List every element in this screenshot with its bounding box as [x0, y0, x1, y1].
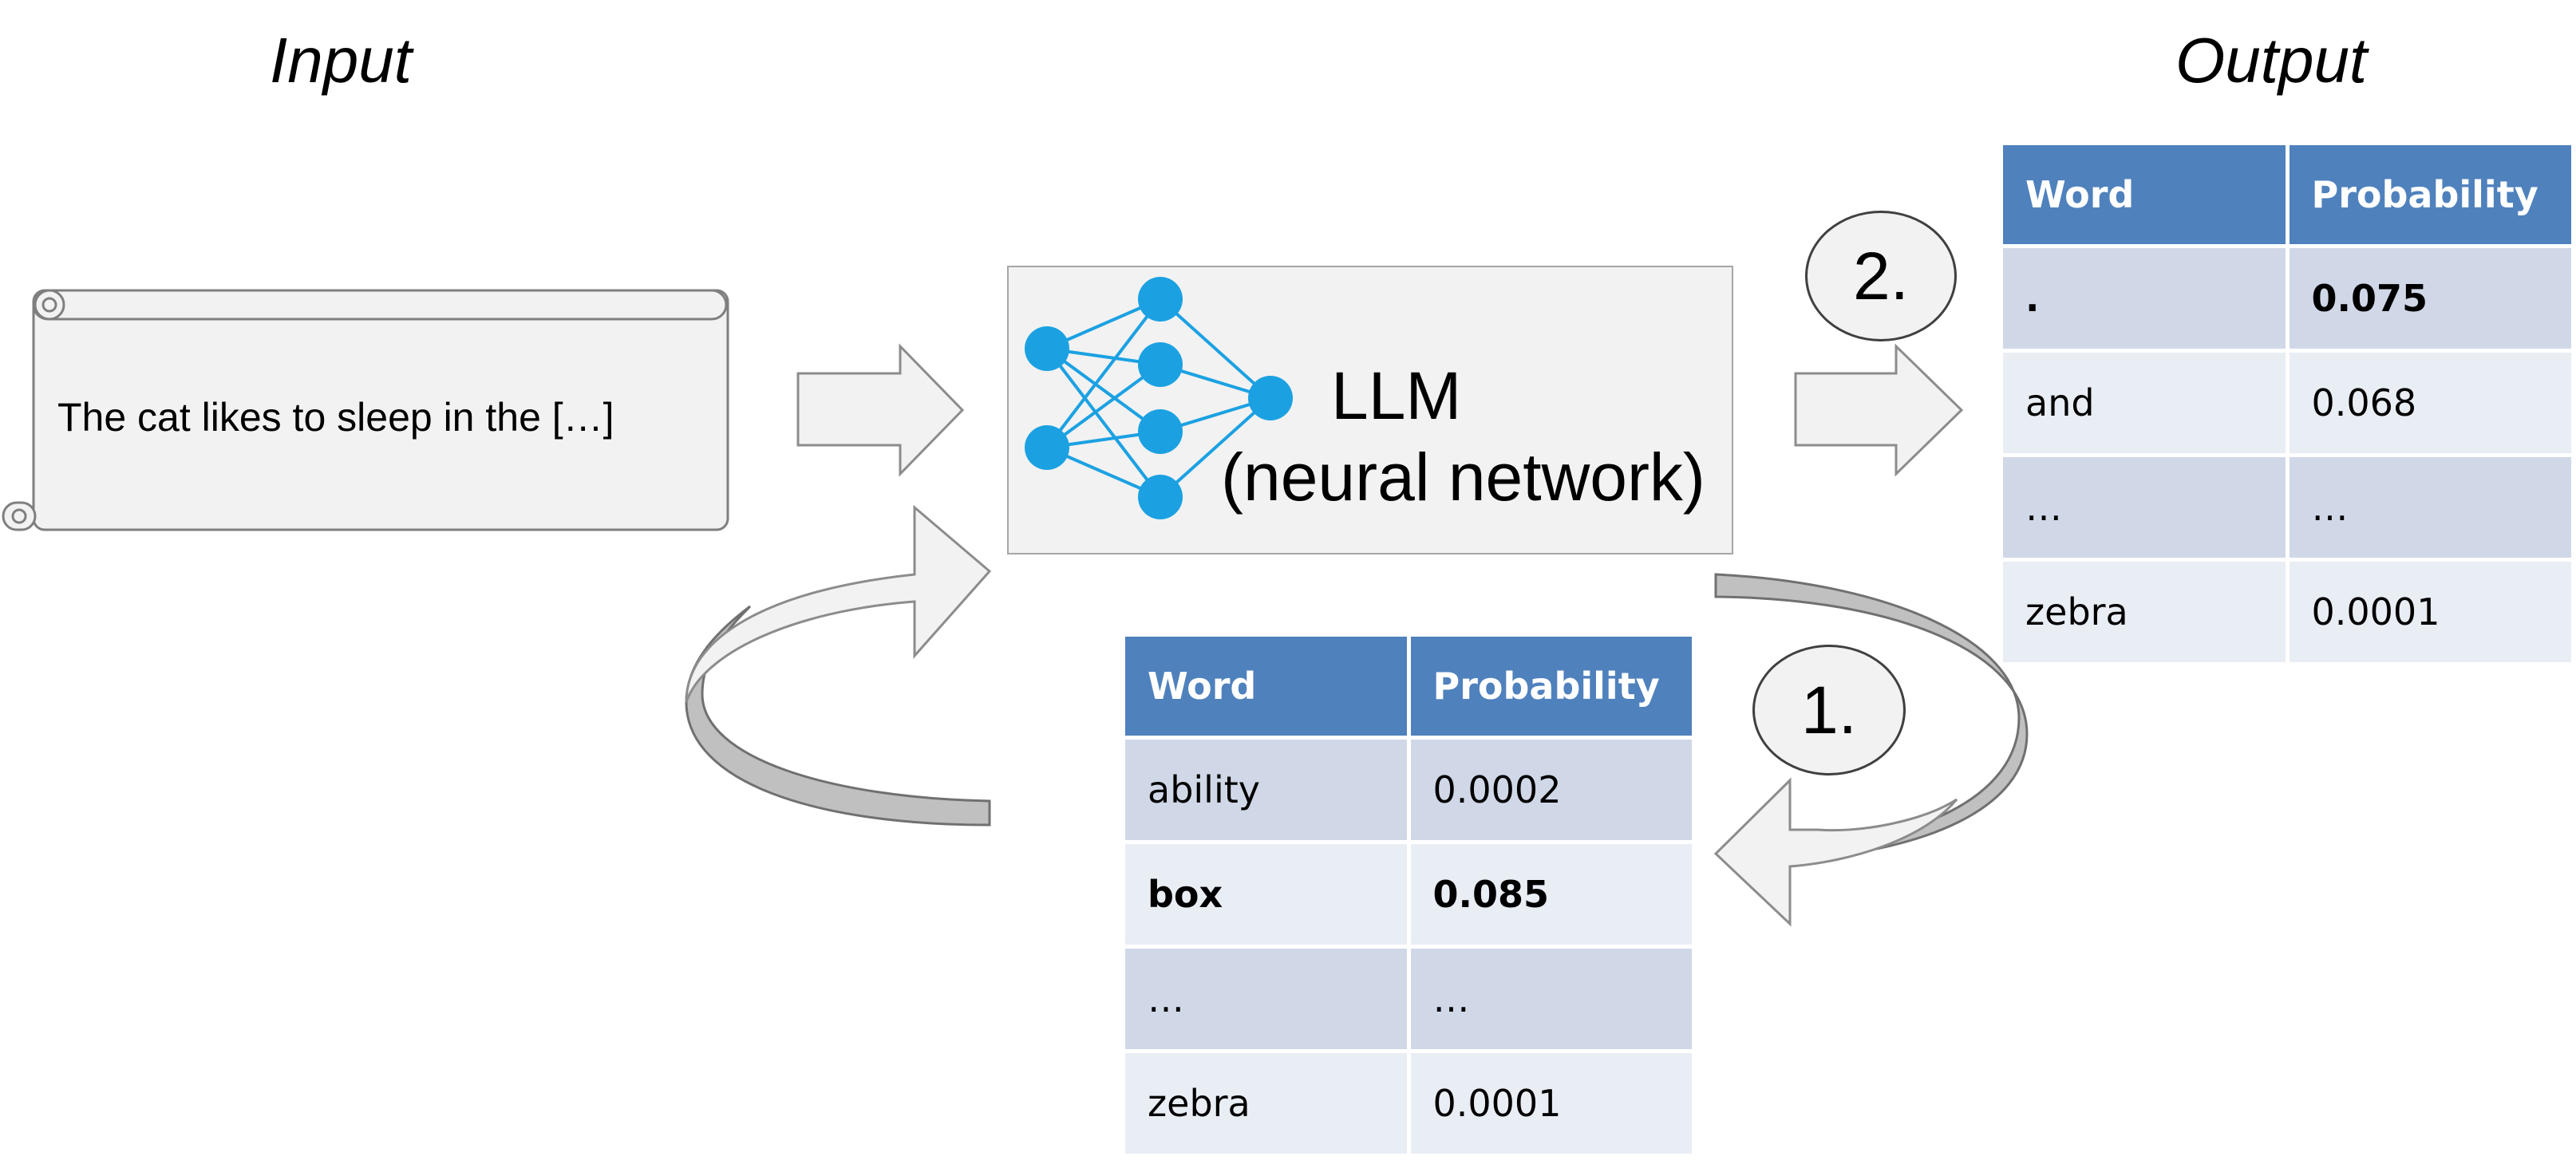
- table-row: … …: [1125, 949, 1692, 1049]
- table-row: zebra 0.0001: [2003, 562, 2571, 662]
- nn-node: [1025, 326, 1069, 371]
- table-row: ability 0.0002: [1125, 740, 1692, 840]
- word-cell: zebra: [1125, 1053, 1407, 1154]
- feedback-curved-ribbon: [685, 605, 991, 827]
- word-cell: …: [2003, 457, 2286, 558]
- feedback-curved-arrowhead: [685, 504, 992, 703]
- probability-cell: 0.0001: [2289, 562, 2571, 662]
- output-probability-table: Word Probability . 0.075 and 0.068 … … z…: [1999, 141, 2575, 666]
- neural-network-icon: [1025, 277, 1293, 519]
- table-row: box 0.085: [1125, 844, 1692, 945]
- nn-node: [1138, 409, 1183, 454]
- probability-cell: …: [2289, 457, 2571, 558]
- step1-curved-arrowhead: [1713, 777, 1958, 927]
- word-cell: and: [2003, 353, 2286, 453]
- probability-cell: 0.0002: [1410, 740, 1692, 840]
- probability-cell: 0.0001: [1410, 1053, 1692, 1154]
- table-row: . 0.075: [2003, 248, 2571, 349]
- output-table-header-word: Word: [2003, 145, 2286, 244]
- nn-node: [1138, 475, 1183, 519]
- probability-cell: 0.085: [1410, 844, 1692, 945]
- input-heading: Input: [270, 25, 412, 96]
- bottom-table-header-probability: Probability: [1410, 637, 1692, 736]
- nn-node: [1138, 342, 1183, 387]
- step-1-badge: 1.: [1752, 645, 1906, 775]
- input-sentence: The cat likes to sleep in the […]: [57, 395, 614, 440]
- nn-node: [1025, 425, 1069, 470]
- bottom-probability-table: Word Probability ability 0.0002 box 0.08…: [1121, 633, 1696, 1158]
- nn-node: [1248, 376, 1293, 420]
- word-cell: …: [1125, 949, 1407, 1049]
- llm-box: [1007, 266, 1733, 554]
- word-cell: .: [2003, 248, 2286, 349]
- bottom-table-header-word: Word: [1125, 637, 1407, 736]
- word-cell: box: [1125, 844, 1407, 945]
- llm-sublabel: (neural network): [1221, 440, 1705, 515]
- nn-node: [1138, 277, 1183, 322]
- scroll-shape: [2, 289, 729, 531]
- table-row: zebra 0.0001: [1125, 1053, 1692, 1154]
- probability-cell: 0.068: [2289, 353, 2571, 453]
- probability-cell: …: [1410, 949, 1692, 1049]
- word-cell: ability: [1125, 740, 1407, 840]
- llm-label: LLM: [1331, 358, 1462, 433]
- output-table-header-probability: Probability: [2289, 145, 2571, 244]
- word-cell: zebra: [2003, 562, 2286, 662]
- step-2-badge: 2.: [1805, 211, 1957, 341]
- input-to-llm-arrow: [796, 343, 965, 477]
- output-heading: Output: [2175, 25, 2368, 96]
- probability-cell: 0.075: [2289, 248, 2571, 349]
- table-row: and 0.068: [2003, 353, 2571, 453]
- table-row: … …: [2003, 457, 2571, 558]
- llm-to-output-arrow: [1794, 343, 1964, 477]
